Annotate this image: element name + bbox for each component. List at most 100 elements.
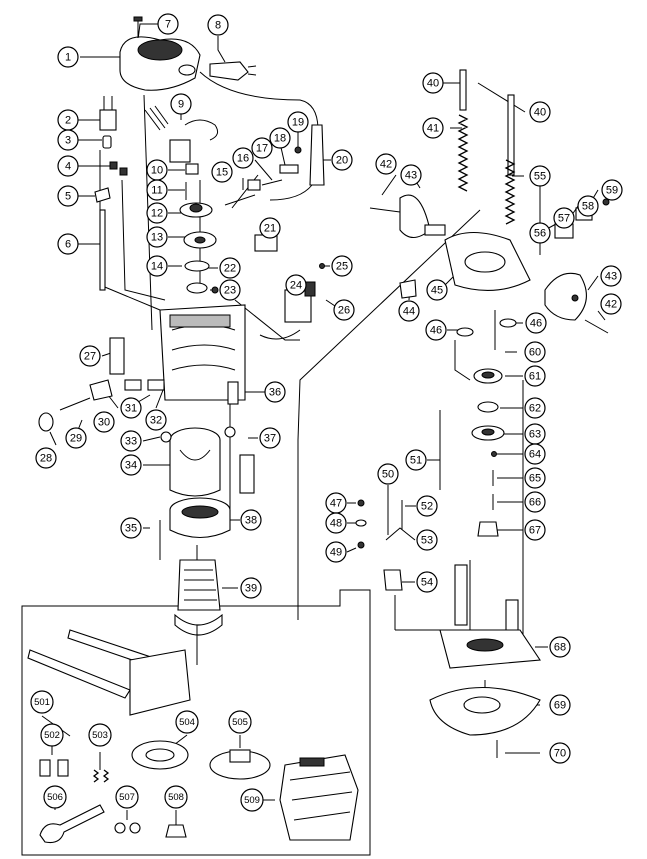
- callout-circle: [549, 694, 571, 716]
- callout-circle: [549, 636, 571, 658]
- callout-circle: [331, 149, 353, 171]
- callout-circle: [57, 46, 79, 68]
- callout-number: 505: [232, 717, 248, 728]
- callout-51: 51: [405, 449, 427, 471]
- callout-32: 32: [145, 409, 167, 431]
- callout-21: 21: [259, 217, 281, 239]
- callout-circle: [207, 14, 229, 36]
- callout-number: 68: [554, 642, 566, 654]
- callout-69: 69: [549, 694, 571, 716]
- callout-number: 7: [165, 19, 171, 31]
- callout-40a: 40: [422, 72, 444, 94]
- callout-number: 4: [65, 161, 71, 173]
- callout-44: 44: [398, 300, 420, 322]
- callout-54: 54: [416, 571, 438, 593]
- callout-41: 41: [422, 117, 444, 139]
- callout-circle: [65, 427, 87, 449]
- callout-number: 23: [224, 285, 236, 297]
- callout-number: 65: [529, 473, 541, 485]
- callout-number: 61: [529, 371, 541, 383]
- callout-43a: 43: [400, 164, 422, 186]
- callout-number: 64: [529, 449, 541, 461]
- callout-circle: [375, 153, 397, 175]
- callout-circle: [524, 519, 546, 541]
- callout-56: 56: [529, 222, 551, 244]
- callout-number: 11: [151, 185, 162, 197]
- callout-31: 31: [120, 397, 142, 419]
- callout-number: 58: [582, 201, 594, 213]
- callout-number: 59: [606, 185, 618, 197]
- callout-number: 27: [84, 351, 96, 363]
- callout-number: 54: [421, 577, 433, 589]
- callout-number: 49: [330, 547, 342, 559]
- callout-circle: [325, 541, 347, 563]
- callout-number: 63: [529, 429, 541, 441]
- callout-number: 17: [256, 143, 268, 155]
- callout-circle: [331, 255, 353, 277]
- callout-57: 57: [553, 207, 575, 229]
- callout-number: 67: [529, 525, 541, 537]
- callout-circle: [400, 164, 422, 186]
- callout-circle: [146, 202, 168, 224]
- callout-62: 62: [524, 397, 546, 419]
- callout-number: 20: [336, 155, 348, 167]
- callout-number: 503: [92, 730, 108, 741]
- callout-53: 53: [416, 529, 438, 551]
- callout-number: 38: [245, 515, 257, 527]
- callout-circle: [120, 454, 142, 476]
- callout-number: 504: [179, 717, 195, 728]
- callout-circle: [601, 179, 623, 201]
- callout-circle: [240, 509, 262, 531]
- callout-19: 19: [287, 111, 309, 133]
- callout-number: 18: [274, 133, 286, 145]
- callout-circle: [377, 463, 399, 485]
- callout-16: 16: [232, 147, 254, 169]
- callout-40b: 40: [529, 101, 551, 123]
- callout-number: 56: [534, 228, 546, 240]
- callout-circle: [120, 397, 142, 419]
- callout-circle: [145, 409, 167, 431]
- callout-36: 36: [264, 381, 286, 403]
- callout-number: 31: [125, 403, 137, 415]
- part-illustrations: [27, 16, 610, 844]
- callout-26: 26: [333, 299, 355, 321]
- callout-circle: [219, 257, 241, 279]
- callout-number: 502: [44, 730, 60, 741]
- callout-circle: [524, 365, 546, 387]
- callout-circle: [57, 185, 79, 207]
- callout-number: 34: [125, 460, 137, 472]
- callout-circle: [35, 447, 57, 469]
- callout-3: 3: [57, 129, 79, 151]
- callout-circle: [524, 341, 546, 363]
- callout-circle: [219, 279, 241, 301]
- callout-35: 35: [120, 517, 142, 539]
- callout-circle: [416, 495, 438, 517]
- callout-37: 37: [259, 427, 281, 449]
- callout-47: 47: [325, 492, 347, 514]
- callout-number: 506: [47, 792, 63, 803]
- callout-number: 57: [558, 213, 570, 225]
- callout-2: 2: [57, 109, 79, 131]
- callout-circle: [228, 710, 252, 734]
- callout-27: 27: [79, 345, 101, 367]
- callout-circle: [416, 571, 438, 593]
- callout-25: 25: [331, 255, 353, 277]
- callout-number: 52: [421, 501, 433, 513]
- callout-number: 509: [244, 795, 260, 806]
- callout-number: 42: [605, 299, 617, 311]
- callout-number: 14: [151, 261, 163, 273]
- callout-number: 1: [65, 52, 71, 64]
- callout-number: 10: [151, 165, 163, 177]
- callout-number: 39: [245, 583, 257, 595]
- callout-circle: [240, 577, 262, 599]
- callout-circle: [524, 443, 546, 465]
- callout-number: 41: [427, 123, 439, 135]
- callout-70: 70: [549, 742, 571, 764]
- callout-number: 30: [98, 417, 110, 429]
- callout-66: 66: [524, 491, 546, 513]
- callout-circle: [259, 217, 281, 239]
- callout-48: 48: [325, 512, 347, 534]
- callout-circle: [30, 690, 54, 714]
- callout-42a: 42: [375, 153, 397, 175]
- callout-10: 10: [146, 159, 168, 181]
